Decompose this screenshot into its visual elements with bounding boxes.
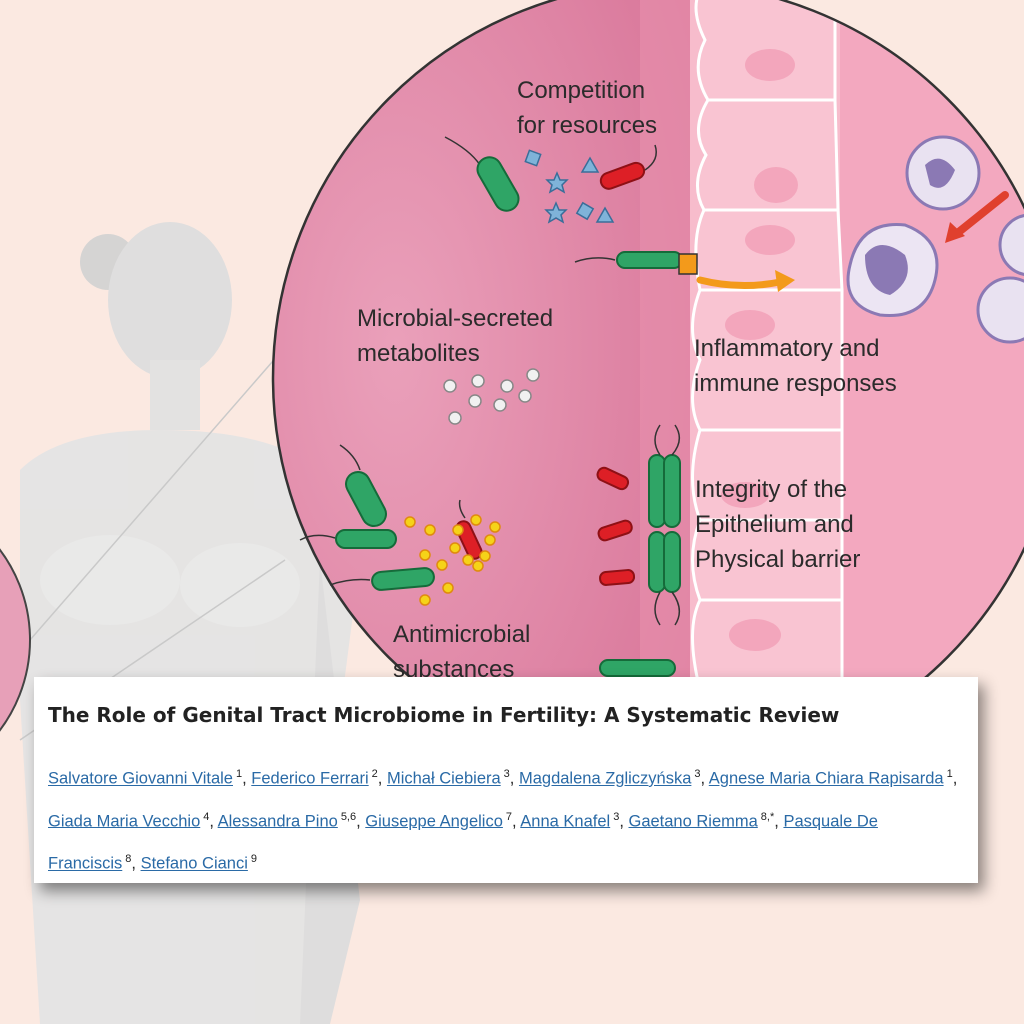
author-affiliation: 1 [946, 768, 953, 780]
author-affiliation: 3 [694, 768, 701, 780]
article-title: The Role of Genital Tract Microbiome in … [48, 703, 840, 727]
author-link[interactable]: Michał Ciebiera [386, 769, 501, 788]
nutrient-particles [524, 149, 615, 224]
author-link[interactable]: Agnese Maria Chiara Rapisarda [708, 769, 944, 788]
label-integrity: Integrity of the Epithelium and Physical… [695, 476, 861, 573]
author-affiliation: 8,* [760, 810, 775, 823]
author-affiliation: 2 [371, 768, 378, 780]
author-affiliation: 1 [235, 768, 243, 780]
bacteria-barrier [596, 424, 681, 677]
author-link[interactable]: Gaetano Riemma [628, 812, 758, 830]
author-affiliation: 4 [203, 810, 210, 823]
immune-cells [846, 135, 1024, 344]
metabolite-dots [443, 368, 540, 425]
label-competition: Competition for resources [517, 77, 658, 139]
antimicrobial-dots [404, 514, 501, 606]
bacteria-antimicrobial [299, 444, 483, 591]
author-link[interactable]: Giuseppe Angelico [365, 812, 503, 830]
author-affiliation: 3 [503, 768, 510, 780]
author-link[interactable]: Anna Knafel [520, 812, 611, 830]
author-link[interactable]: Pasquale De Franciscis [48, 812, 878, 873]
label-metabolites: Microbial-secreted metabolites [357, 305, 554, 367]
author-link[interactable]: Federico Ferrari [251, 769, 369, 788]
author-link[interactable]: Magdalena Zgliczyńska [518, 769, 692, 788]
author-affiliation: 5,6 [340, 810, 357, 823]
zoom-small-circle [0, 548, 31, 732]
article-card: The Role of Genital Tract Microbiome in … [34, 677, 978, 883]
bacteria-competition [444, 136, 698, 275]
author-affiliation: 8 [125, 853, 132, 865]
label-inflammatory: Inflammatory and immune responses [694, 335, 897, 397]
author-affiliation: 3 [613, 810, 620, 823]
author-link[interactable]: Salvatore Giovanni Vitale [48, 769, 233, 788]
author-affiliation: 9 [250, 853, 258, 865]
author-link[interactable]: Alessandra Pino [217, 812, 338, 830]
immune-arrow [951, 191, 1009, 239]
signal-arrow [696, 276, 784, 290]
author-link[interactable]: Stefano Cianci [140, 854, 248, 873]
author-affiliation: 7 [505, 810, 513, 823]
author-link[interactable]: Giada Maria Vecchio [48, 812, 201, 830]
